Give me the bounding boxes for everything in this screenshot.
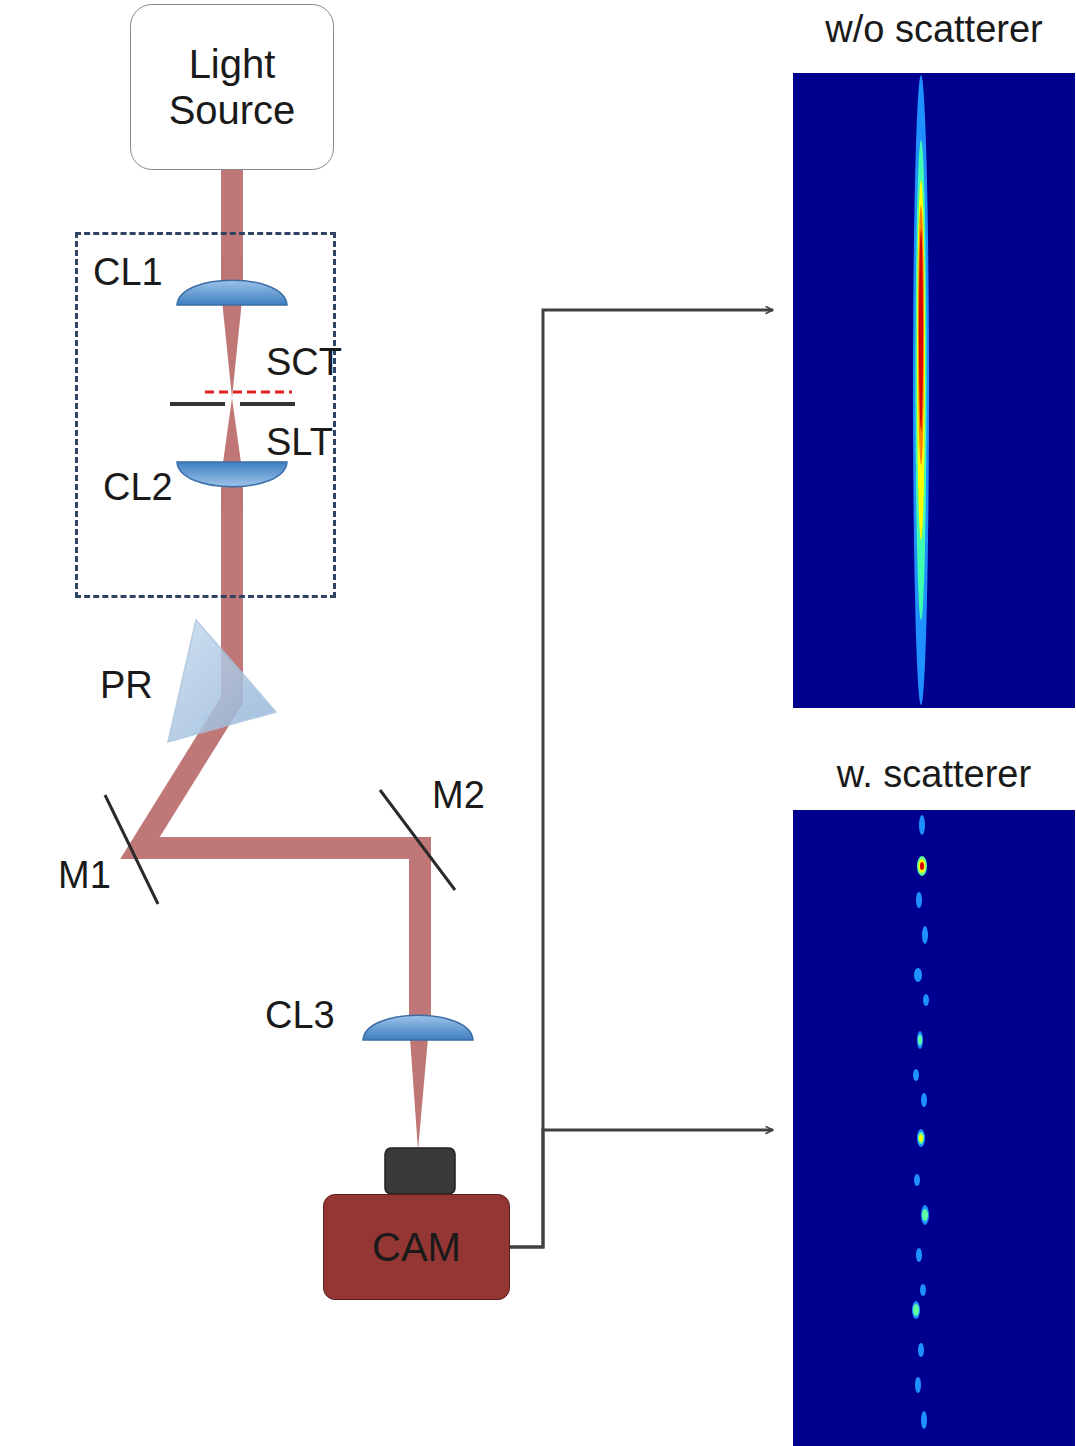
image-panel [793,73,1075,708]
node-label: Light Source [142,41,322,133]
part-label: M2 [432,774,485,818]
camera-head [385,1148,455,1194]
node-label: CAM [372,1224,461,1270]
panel-title: w. scatterer [837,753,1031,797]
light-beam [140,170,428,1150]
panel-ground [793,73,1075,708]
beam-focus [222,300,242,398]
signal-arrow [510,310,773,1247]
prism [168,620,276,742]
part-label: CL1 [93,251,163,295]
image-panel-node: w/o scatterer [793,0,1075,708]
signal-arrow [510,1130,773,1247]
slit-blade [170,402,225,406]
intensity-band [913,75,929,705]
beam-path [140,470,420,1030]
intensity-band [919,230,923,430]
part-label: CL2 [103,466,173,510]
speckle-peak [920,862,924,870]
intensity-band [916,140,927,620]
slit-assembly-box: CL1SCTSLTCL2 [75,232,336,598]
cylindrical-lens [363,1015,473,1040]
image-panel-node: w. scatterer [793,745,1075,1446]
part-label: CL3 [265,994,335,1038]
beam-focus [410,1038,428,1150]
light-source-box: Light Source [130,4,334,170]
beam-segment [221,170,243,292]
speckle-spots [913,856,928,1316]
image-panel [793,810,1075,1446]
scatterer-line [205,391,292,394]
part-label: M1 [58,854,111,898]
intensity-band [917,180,925,540]
cylindrical-lens [177,462,287,487]
panel-title: w/o scatterer [825,8,1043,52]
speckle-spots [912,815,929,1429]
part-label: SLT [266,421,333,465]
panel-ground [793,810,1075,1446]
beam-diverge [222,398,242,470]
slit-blade [240,402,295,406]
part-label: PR [100,664,153,708]
part-label: SCT [266,341,342,385]
cylindrical-lens [177,280,287,305]
speckle-spots [919,859,926,1142]
mirror [105,795,158,904]
intensity-band [918,205,924,465]
camera-box: CAM [323,1194,510,1300]
